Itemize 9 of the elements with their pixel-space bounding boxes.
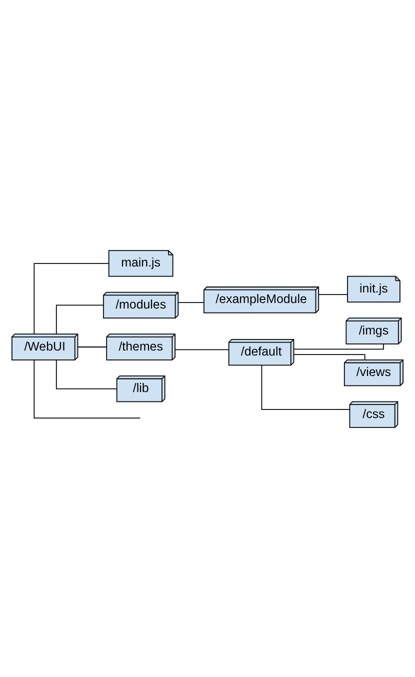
- connector: [56, 359, 118, 389]
- connector: [34, 262, 110, 334]
- connector: [261, 364, 350, 410]
- connector: [56, 304, 104, 334]
- connector: [34, 359, 141, 418]
- connector: [294, 343, 384, 350]
- connector: [77, 346, 107, 347]
- connector: [293, 354, 366, 360]
- connector: [174, 348, 230, 350]
